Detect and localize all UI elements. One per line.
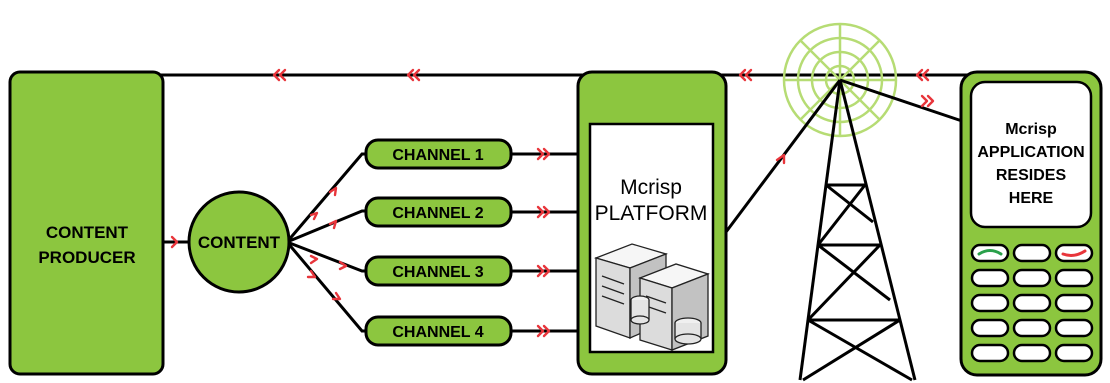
content-label: CONTENT <box>198 233 281 252</box>
radio-tower-icon <box>724 22 966 382</box>
channel-1: CHANNEL 1 <box>364 138 513 170</box>
channel-4: CHANNEL 4 <box>364 315 513 347</box>
producer-label-line2: PRODUCER <box>38 248 135 267</box>
server-icon <box>593 243 710 351</box>
content-circle: CONTENT <box>187 190 291 294</box>
phone-label-line4: HERE <box>1009 190 1054 207</box>
channel-3-label: CHANNEL 3 <box>392 264 483 281</box>
flow-arrows <box>170 68 935 338</box>
phone-label-line3: RESIDES <box>996 167 1067 184</box>
phone-label-line2: APPLICATION <box>977 144 1084 161</box>
platform-device: Mcrisp PLATFORM <box>576 70 728 376</box>
channel-2-label: CHANNEL 2 <box>392 205 483 222</box>
phone-label-line1: Mcrisp <box>1005 121 1057 138</box>
channel-2: CHANNEL 2 <box>364 196 513 228</box>
platform-label-line1: Mcrisp <box>620 176 682 199</box>
channel-1-label: CHANNEL 1 <box>392 147 483 164</box>
content-producer-box: CONTENT PRODUCER <box>8 70 165 376</box>
mobile-phone-icon: Mcrisp APPLICATION RESIDES HERE <box>959 70 1103 377</box>
platform-label-line2: PLATFORM <box>595 202 708 225</box>
channel-platform-lines <box>510 152 580 333</box>
end-key-icon <box>1061 249 1087 257</box>
channel-3: CHANNEL 3 <box>364 255 513 287</box>
call-key-icon <box>977 249 1003 256</box>
channel-4-label: CHANNEL 4 <box>392 324 483 341</box>
producer-label-line1: CONTENT <box>46 223 129 242</box>
fan-lines <box>285 152 370 333</box>
phone-keypad <box>970 243 1094 363</box>
